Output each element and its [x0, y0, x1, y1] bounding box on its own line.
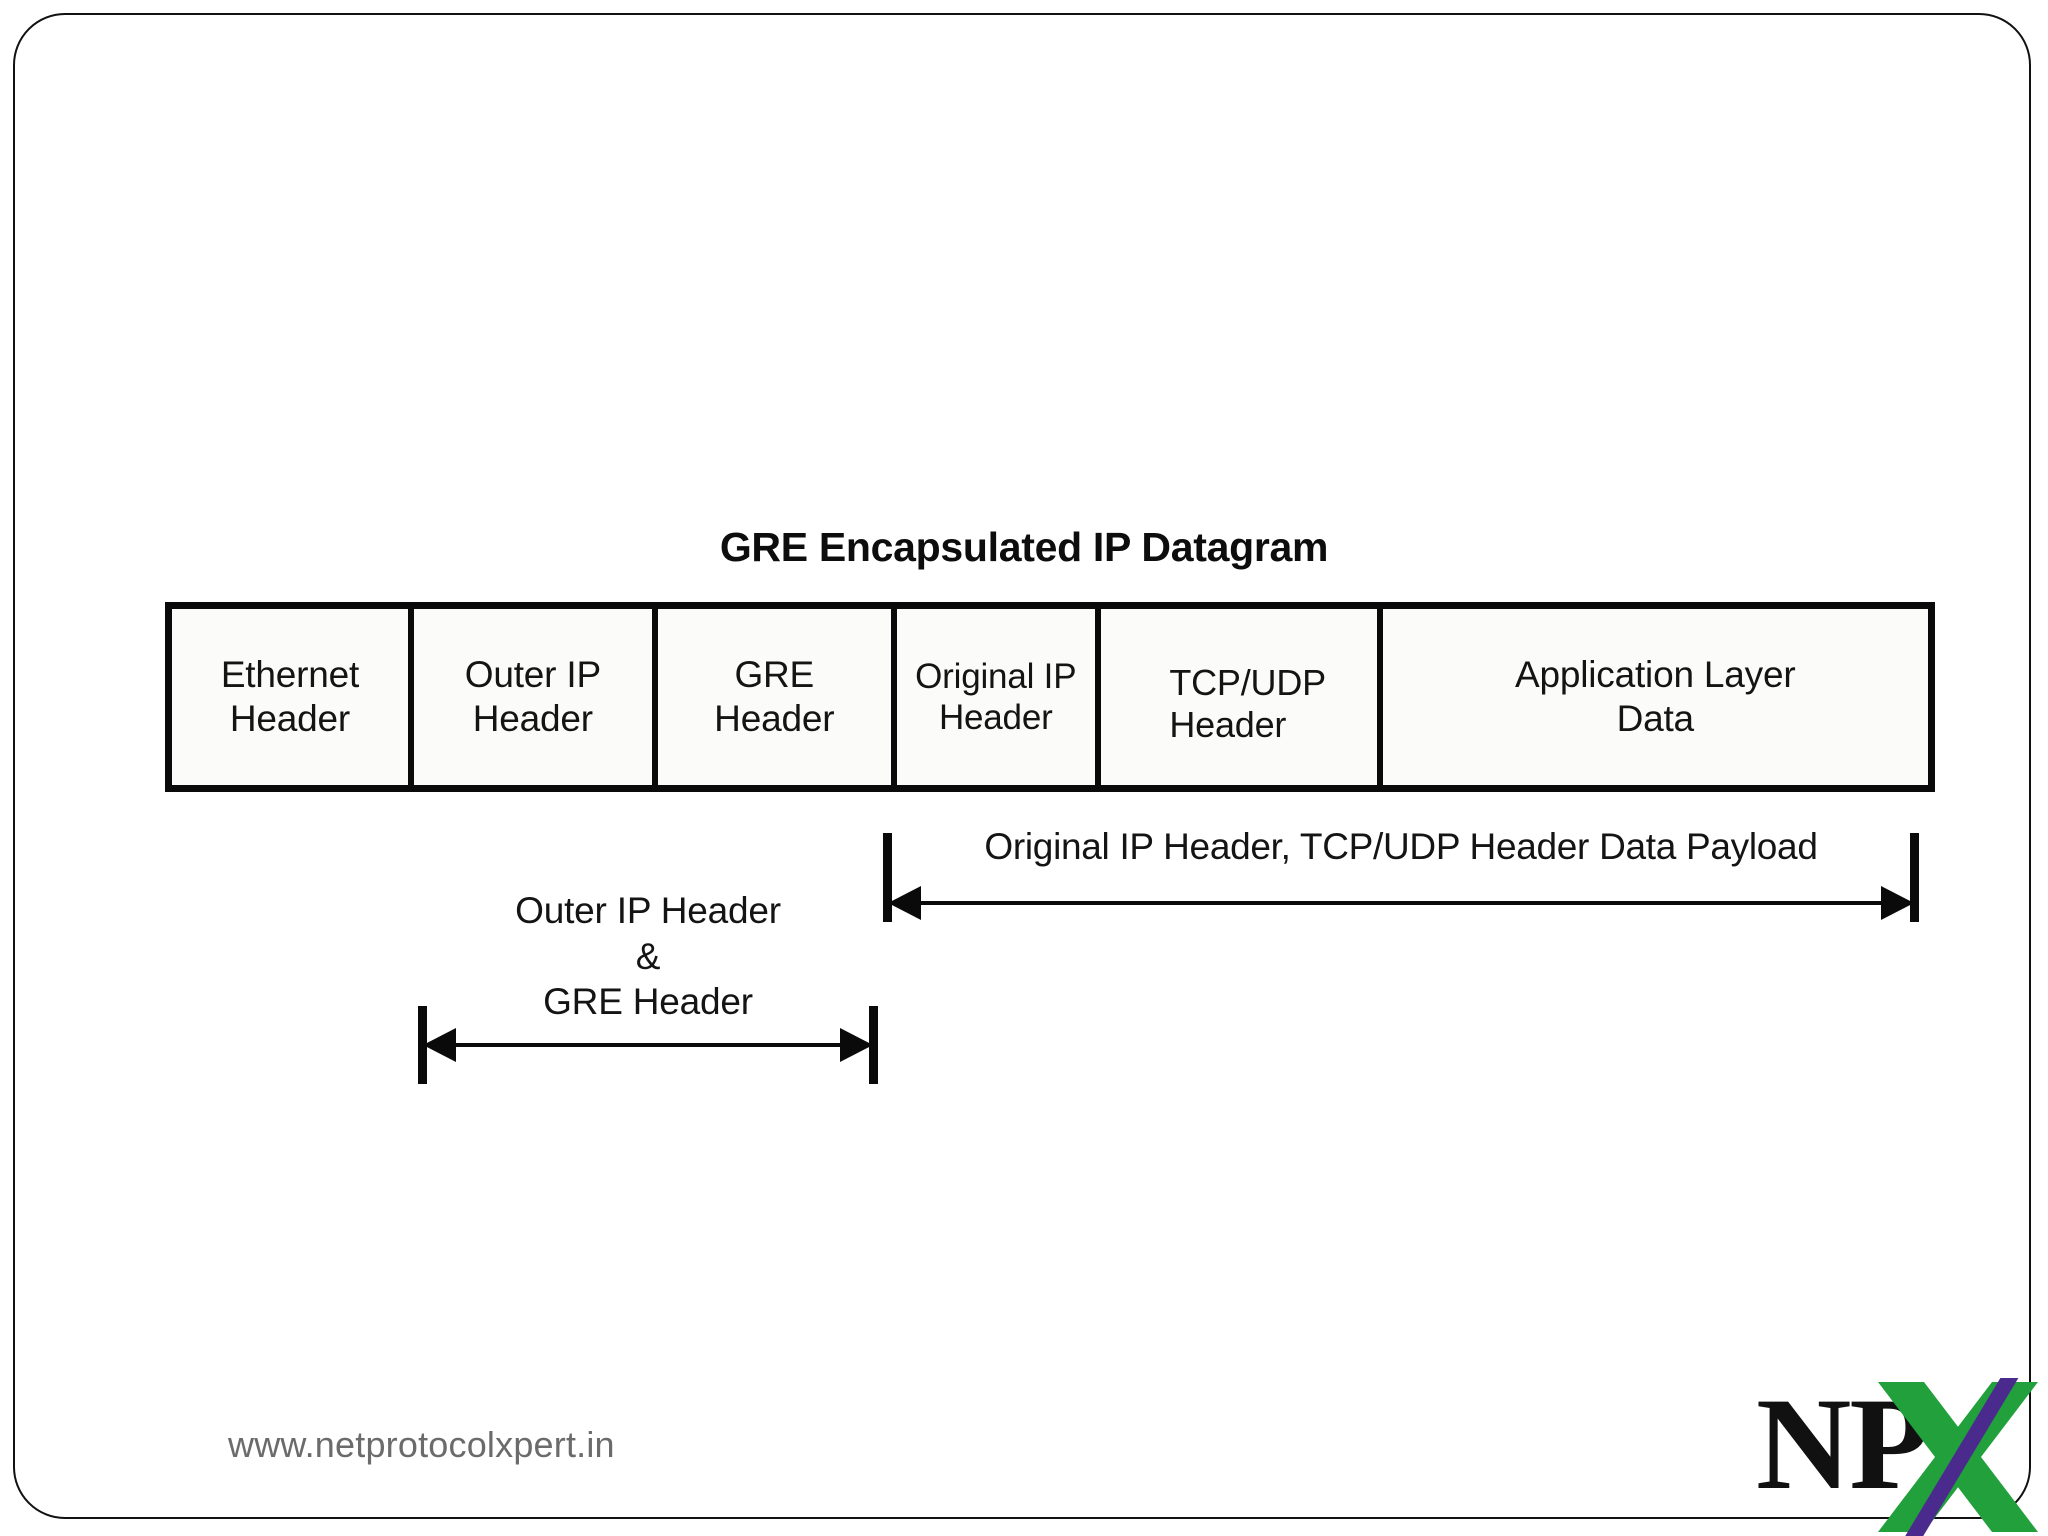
- packet-field-label: GRE Header: [714, 654, 835, 739]
- npx-logo: NP: [1756, 1378, 2038, 1536]
- arrow-head-left-icon: [423, 1028, 456, 1062]
- packet-field-tcp-udp-header: TCP/UDP Header: [1100, 609, 1383, 785]
- packet-structure-bar: Ethernet Header Outer IP Header GRE Head…: [165, 602, 1935, 792]
- packet-field-original-ip-header: Original IP Header: [896, 609, 1101, 785]
- packet-field-label: Original IP Header: [915, 656, 1077, 737]
- arrow-head-left-icon: [888, 886, 921, 920]
- packet-field-ethernet-header: Ethernet Header: [172, 609, 414, 785]
- arrow-end-cap-left-icon: [883, 833, 892, 922]
- arrow-line: [451, 1043, 845, 1047]
- annotation-payload-span: Original IP Header, TCP/UDP Header Data …: [883, 826, 1919, 922]
- packet-field-outer-ip-header: Outer IP Header: [413, 609, 658, 785]
- arrow-end-cap-right-icon: [869, 1006, 878, 1084]
- arrow-line: [916, 901, 1886, 905]
- arrow-head-right-icon: [840, 1028, 873, 1062]
- page-title: GRE Encapsulated IP Datagram: [719, 524, 1329, 570]
- packet-field-label: TCP/UDP Header: [1169, 661, 1326, 745]
- packet-field-application-layer-data: Application Layer Data: [1382, 609, 1928, 785]
- site-url: www.netprotocolxpert.in: [228, 1424, 615, 1465]
- packet-field-label: Outer IP Header: [464, 654, 601, 739]
- annotation-label: Original IP Header, TCP/UDP Header Data …: [984, 826, 1818, 867]
- arrow-end-cap-right-icon: [1910, 833, 1919, 922]
- arrow-end-cap-left-icon: [418, 1006, 427, 1084]
- annotation-label: Outer IP Header & GRE Header: [515, 890, 781, 1022]
- packet-field-label: Ethernet Header: [220, 654, 360, 739]
- packet-field-gre-header: GRE Header: [657, 609, 897, 785]
- packet-field-label: Application Layer Data: [1515, 654, 1796, 739]
- logo-x-mark-icon: [1878, 1378, 2038, 1536]
- annotation-outer-header-span: Outer IP Header & GRE Header: [418, 888, 878, 1084]
- arrow-head-right-icon: [1881, 886, 1914, 920]
